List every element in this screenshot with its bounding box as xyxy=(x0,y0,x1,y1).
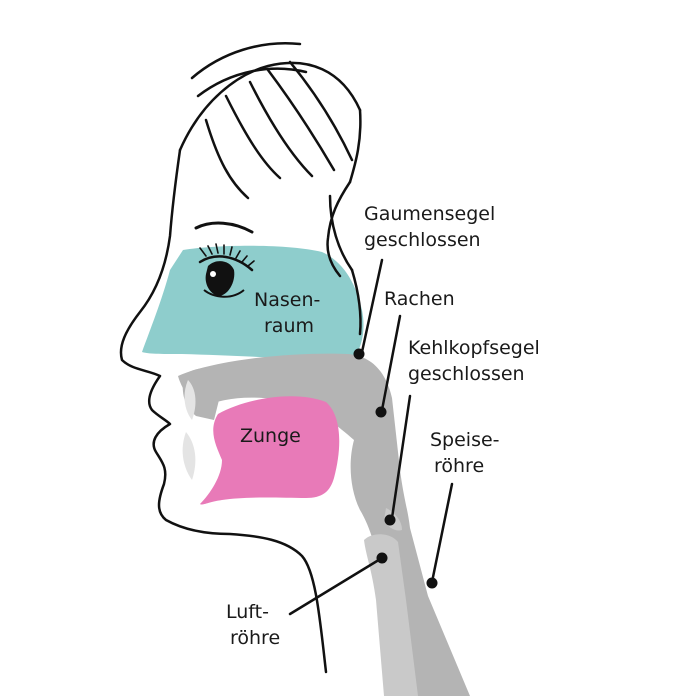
label-zunge: Zunge xyxy=(240,425,301,447)
label-gaumensegel-line2: geschlossen xyxy=(364,229,481,251)
tongue-region xyxy=(200,396,339,504)
dot-gaumensegel xyxy=(354,349,365,360)
dot-kehlkopfsegel xyxy=(385,515,396,526)
dot-rachen xyxy=(376,407,387,418)
hair-strokes xyxy=(180,43,360,276)
label-luftroehre-line2: röhre xyxy=(230,627,280,649)
nasal-cavity-region xyxy=(142,246,364,362)
label-speiseroehre-line1: Speise- xyxy=(430,429,500,451)
dot-speiseroehre xyxy=(427,578,438,589)
label-luftroehre-line1: Luft- xyxy=(226,601,269,623)
lower-teeth xyxy=(183,432,196,480)
label-gaumensegel-line1: Gaumensegel xyxy=(364,203,495,225)
label-nasenraum-line2: raum xyxy=(264,315,314,337)
eyebrow xyxy=(196,223,252,232)
label-nasenraum-line1: Nasen- xyxy=(254,289,320,311)
dot-luftroehre xyxy=(377,553,388,564)
label-rachen: Rachen xyxy=(384,288,455,310)
label-kehlkopfsegel-line1: Kehlkopfsegel xyxy=(408,337,540,359)
label-kehlkopfsegel-line2: geschlossen xyxy=(408,363,525,385)
label-speiseroehre-line2: röhre xyxy=(434,455,484,477)
